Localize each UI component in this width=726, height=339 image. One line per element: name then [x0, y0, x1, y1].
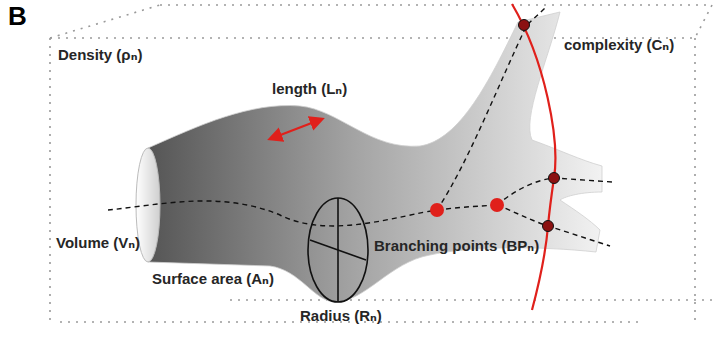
complexity-arc [512, 4, 555, 310]
intersection-dots [519, 20, 560, 232]
parameter-label: Radius (Rₙ) [300, 307, 382, 324]
parameter-label: length (Lₙ) [272, 80, 347, 97]
parameter-label: Volume (Vₙ) [56, 234, 140, 251]
parameter-label: Surface area (Aₙ) [152, 270, 274, 287]
parameter-label: Branching points (BPₙ) [374, 237, 539, 254]
parameter-label: complexity (Cₙ) [564, 36, 674, 53]
branching-points [430, 198, 504, 217]
length-arrow [270, 119, 322, 139]
centre-line [108, 8, 612, 246]
bounding-box [50, 5, 712, 322]
tube-body [148, 12, 602, 302]
parameter-label: Density (ρₙ) [58, 46, 142, 63]
panel-letter: B [8, 2, 27, 32]
radius-ellipse [308, 198, 368, 302]
